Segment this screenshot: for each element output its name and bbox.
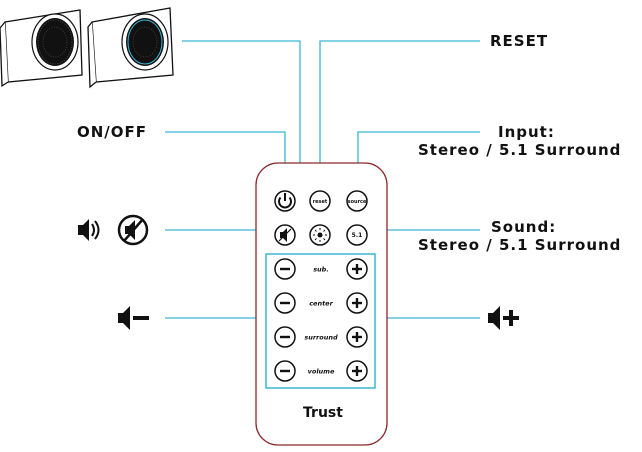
sun-icon <box>313 228 327 242</box>
speaker-volume-icon <box>78 219 100 241</box>
input-sub-label: Stereo / 5.1 Surround <box>418 141 622 159</box>
source-button[interactable]: source <box>346 190 368 212</box>
adjust-row-label: sub. <box>313 266 329 274</box>
adjust-row-center: center <box>274 292 368 314</box>
surround-plus-button[interactable] <box>346 326 368 348</box>
callout-speaker <box>182 40 301 193</box>
brand-text: Trust <box>303 405 343 421</box>
reset-label: RESET <box>490 32 549 50</box>
adjust-panel <box>265 253 376 389</box>
adjust-row-label: surround <box>304 334 338 342</box>
sub-minus-button[interactable] <box>274 258 296 280</box>
sub-plus-button[interactable] <box>346 258 368 280</box>
sound-sub-label: Stereo / 5.1 Surround <box>418 236 622 254</box>
input-label: Input: <box>498 123 555 141</box>
adjust-row-surround: surround <box>274 326 368 348</box>
adjust-row-label: volume <box>308 368 335 376</box>
volume-down-icon <box>118 306 149 330</box>
speaker-right <box>87 7 174 89</box>
reset-button[interactable]: reset <box>309 190 331 212</box>
center-minus-button[interactable] <box>274 292 296 314</box>
on-off-label: ON/OFF <box>77 123 148 141</box>
reset-button-label: reset <box>313 199 328 205</box>
power-button[interactable] <box>274 190 296 212</box>
surround-minus-button[interactable] <box>274 326 296 348</box>
volume-plus-button[interactable] <box>346 360 368 382</box>
source-button-label: source <box>348 199 367 205</box>
adjust-row-sub: sub. <box>274 258 368 280</box>
sound-mode-button[interactable] <box>309 224 331 246</box>
volume-minus-button[interactable] <box>274 360 296 382</box>
speaker-left <box>0 9 83 88</box>
adjust-row-label: center <box>309 300 333 308</box>
mute-icon <box>117 214 149 246</box>
mute-button[interactable] <box>274 224 296 246</box>
surround-51-label: 5.1 <box>352 232 363 239</box>
adjust-row-volume: volume <box>274 360 368 382</box>
brand-logo: Trust <box>303 405 343 421</box>
volume-up-icon <box>488 306 519 330</box>
sound-label: Sound: <box>491 218 557 236</box>
callout-reset <box>319 40 480 187</box>
center-plus-button[interactable] <box>346 292 368 314</box>
surround-51-button[interactable]: 5.1 <box>346 224 368 246</box>
